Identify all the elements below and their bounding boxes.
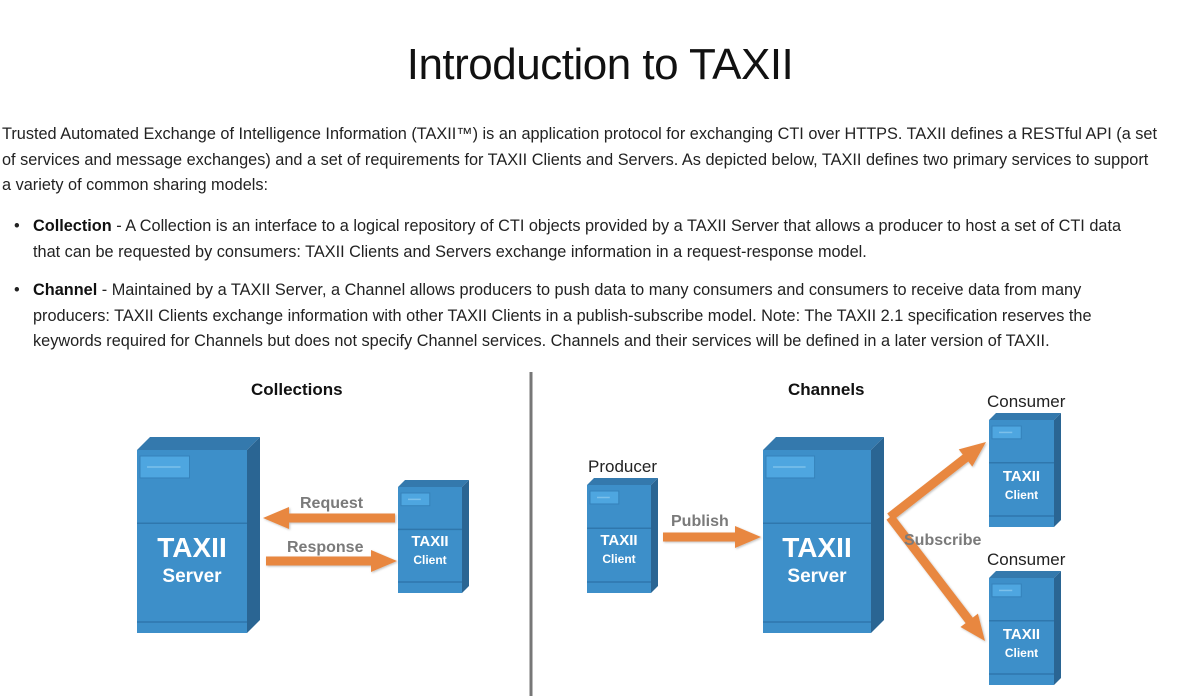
server-label: TAXII — [782, 532, 852, 563]
bullet-text: - A Collection is an interface to a logi… — [111, 217, 1122, 235]
list-item-channel: • Channel - Maintained by a TAXII Server… — [0, 278, 1121, 355]
client-label: TAXII — [600, 532, 638, 549]
server-label: Server — [787, 566, 847, 587]
client-label: Client — [1004, 646, 1039, 660]
bullet-text: keywords required for Channels but does … — [33, 332, 1050, 350]
server-box — [137, 437, 260, 633]
diagram-graphics — [137, 372, 1061, 696]
bullet-text: producers: TAXII Clients exchange inform… — [33, 306, 1092, 325]
channels-heading: Channels — [788, 380, 865, 399]
page-title: Introduction to TAXII — [406, 40, 794, 89]
request-arrow — [263, 507, 395, 529]
consumer-label: Consumer — [987, 550, 1066, 569]
intro-line: Trusted Automated Exchange of Intelligen… — [2, 125, 1158, 143]
consumer-client-box — [989, 571, 1061, 685]
bullet-term: Collection — [33, 217, 112, 235]
bullet-icon: • — [14, 281, 20, 299]
intro-line: a variety of common sharing models: — [2, 176, 269, 194]
subscribe-label: Subscribe — [904, 532, 982, 549]
client-box — [398, 480, 469, 593]
list-item-collection: • Collection - A Collection is an interf… — [0, 214, 1121, 265]
service-list: • Collection - A Collection is an interf… — [0, 214, 1121, 368]
producer-client-box — [587, 478, 658, 593]
publish-arrow — [663, 526, 761, 548]
subscribe-arrow — [886, 514, 985, 641]
consumer-label: Consumer — [987, 392, 1066, 411]
taxii-diagram: Collections TAXII Server TAXII Client Re… — [0, 360, 1200, 696]
bullet-text: that can be requested by consumers: TAXI… — [33, 242, 867, 261]
intro-paragraph: Trusted Automated Exchange of Intelligen… — [2, 122, 1157, 199]
request-label: Request — [300, 495, 364, 512]
response-arrow — [266, 550, 397, 572]
client-label: Client — [413, 553, 447, 567]
consumer-client-box — [989, 413, 1061, 527]
bullet-term: Channel — [33, 281, 98, 299]
client-label: Client — [602, 552, 636, 566]
server-label: Server — [162, 566, 222, 587]
client-label: TAXII — [1002, 468, 1041, 485]
channel-server-box — [763, 437, 884, 633]
collections-heading: Collections — [251, 380, 343, 399]
bullet-text: - Maintained by a TAXII Server, a Channe… — [97, 281, 1082, 299]
intro-line: of services and message exchanges) and a… — [2, 150, 1149, 169]
response-label: Response — [287, 539, 364, 556]
client-label: TAXII — [411, 533, 449, 550]
producer-label: Producer — [588, 457, 657, 476]
publish-label: Publish — [671, 513, 729, 530]
subscribe-arrow — [887, 442, 986, 521]
server-label: TAXII — [157, 532, 227, 563]
client-label: Client — [1004, 488, 1039, 502]
client-label: TAXII — [1002, 626, 1041, 643]
bullet-icon: • — [14, 217, 20, 235]
